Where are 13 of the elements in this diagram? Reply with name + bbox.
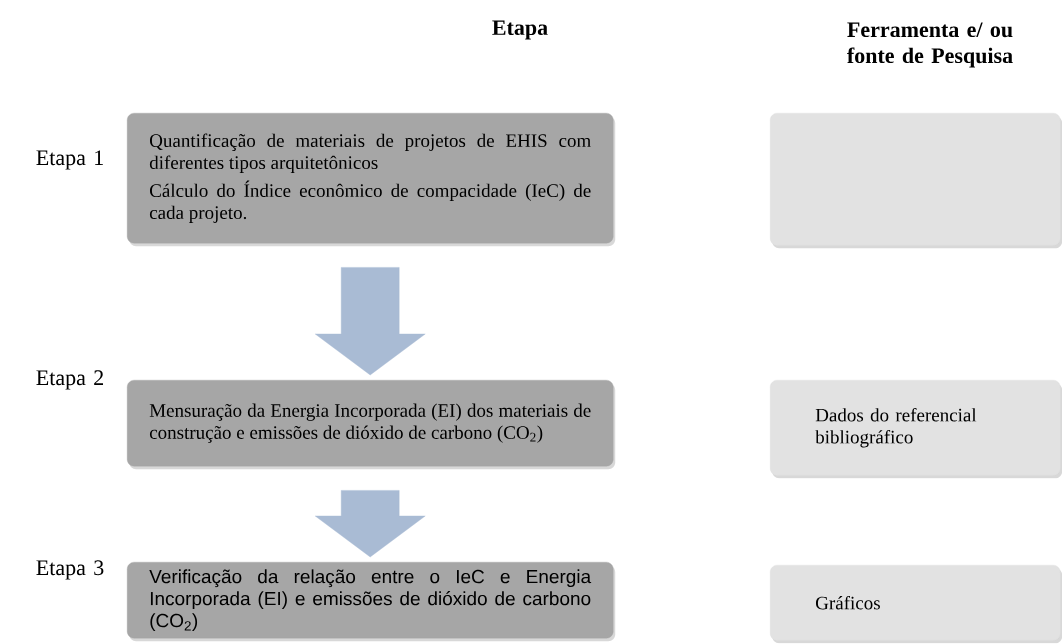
tool-box: [770, 113, 1062, 249]
tool-box: Gráficos: [770, 565, 1062, 644]
step-box: Verificação da relação entre o IeC e Energia Incorporada (EI) e emissões de dióxido de carbono (CO$_{2}$): [127, 562, 616, 642]
step-box: Mensuração da Energia Incorporada (EI) dos materiais de construção e emissões de dióxido de carbono (CO$_{2}$): [127, 380, 616, 470]
step-label: Etapa 3: [36, 560, 104, 580]
column-header: Ferramenta e/ ou fonte de Pesquisa: [847, 22, 1013, 68]
tool-box: Dados do referencial bibliográfico: [770, 380, 1062, 479]
column-header: Etapa: [492, 20, 548, 40]
block-arrow: [315, 267, 426, 376]
block-arrow: [315, 490, 426, 558]
step-label: Etapa 1: [36, 150, 103, 170]
step-box: Quantificação de materiais de projetos de EHIS com diferentes tipos arquitetônicos Cálculo do Índice econômico de compacidade (IeC) de cada projeto.: [127, 113, 616, 247]
step-label: Etapa 2: [36, 370, 103, 390]
